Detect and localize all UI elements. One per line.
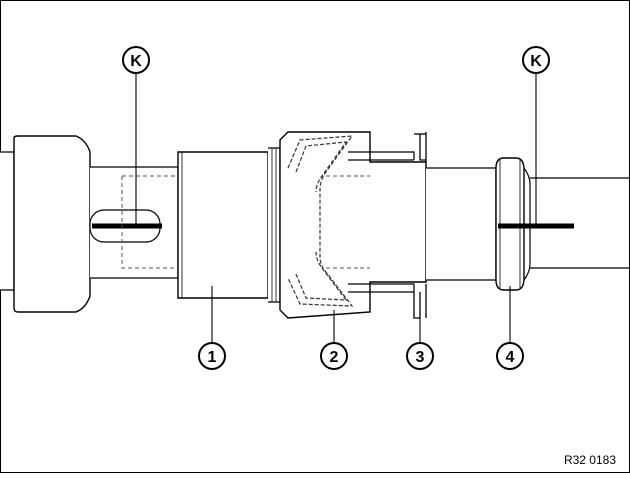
callout-3: 3 — [406, 342, 434, 370]
callout-k-right: K — [522, 46, 550, 74]
left-boot — [13, 135, 91, 313]
hidden-spline-left — [121, 175, 178, 269]
callout-1-label: 1 — [208, 349, 217, 366]
callout-2: 2 — [320, 342, 348, 370]
callout-k-left: K — [122, 46, 150, 74]
callout-3-label: 3 — [416, 349, 425, 366]
clamp-part-3-bottom — [413, 292, 421, 319]
nut-part-2 — [279, 131, 427, 319]
clamp-part-3-top — [414, 133, 426, 161]
callout-4: 4 — [496, 342, 524, 370]
left-stub — [0, 151, 15, 291]
right-shaft — [530, 177, 630, 269]
callout-2-label: 2 — [330, 349, 339, 366]
document-code: R32 0183 — [563, 453, 616, 467]
seal-ring-dashed — [287, 135, 354, 307]
callout-4-label: 4 — [506, 349, 515, 366]
callout-k-left-label: K — [130, 53, 142, 70]
callout-k-right-label: K — [530, 53, 542, 70]
right-tube — [426, 167, 497, 281]
sleeve-step — [268, 147, 281, 303]
sleeve-part-1 — [177, 151, 269, 299]
callout-1: 1 — [198, 342, 226, 370]
